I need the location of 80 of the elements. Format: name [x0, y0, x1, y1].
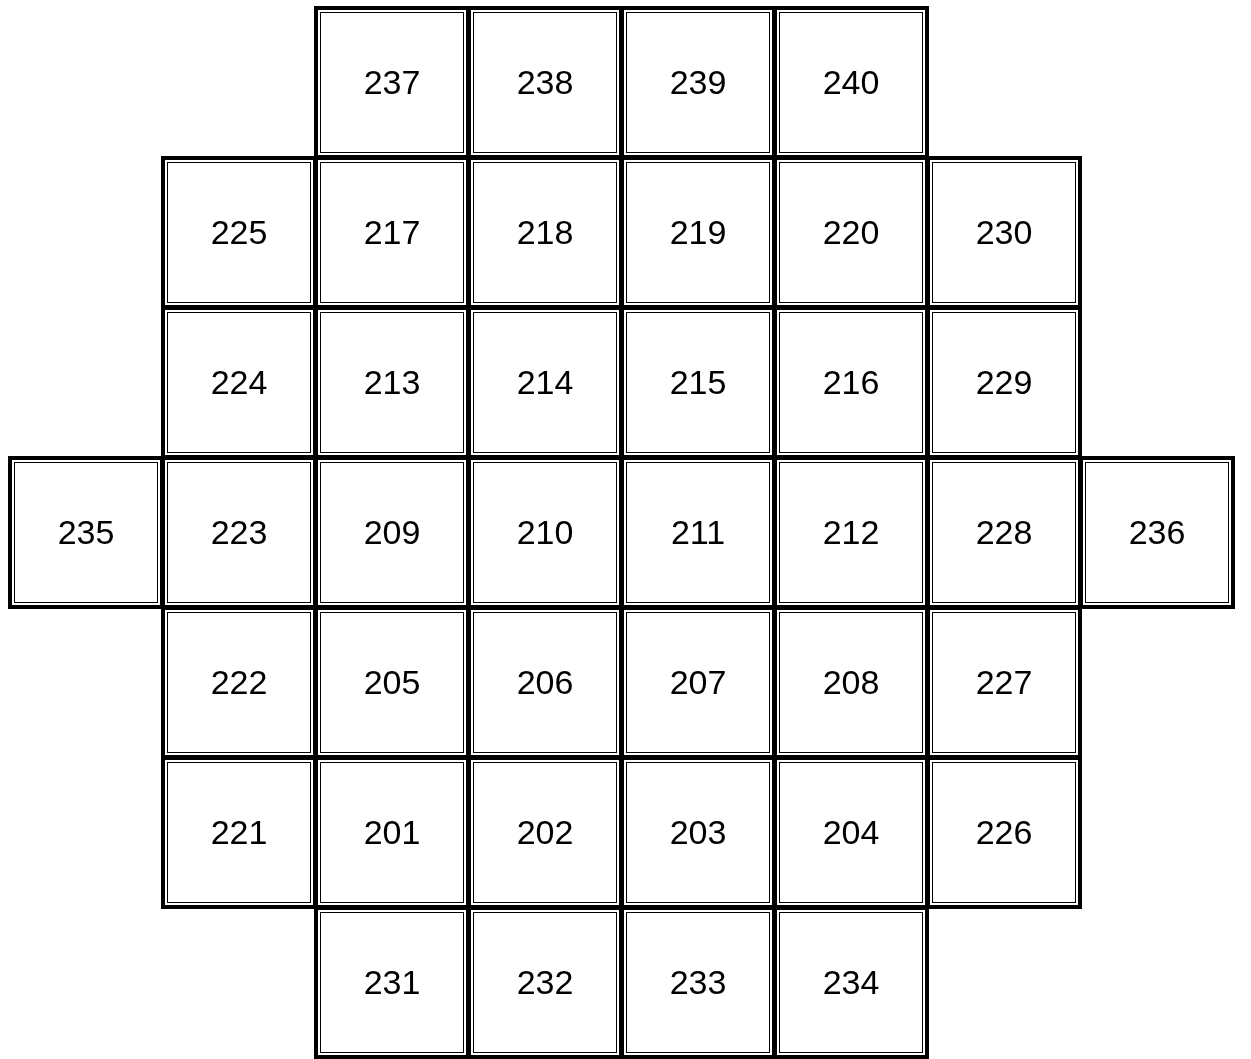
room-number: 237 [363, 62, 421, 103]
room-number: 216 [822, 362, 880, 403]
room-number: 205 [363, 662, 421, 703]
room-cell [314, 456, 470, 609]
room-number: 212 [822, 512, 880, 553]
room-number: 214 [516, 362, 574, 403]
room-cell [773, 606, 929, 759]
room-cell [926, 156, 1082, 309]
room-number: 218 [516, 212, 574, 253]
room-number: 230 [975, 212, 1033, 253]
room-cell [161, 306, 317, 459]
room-cell [620, 156, 776, 309]
room-number: 220 [822, 212, 880, 253]
room-number: 228 [975, 512, 1033, 553]
room-cell [467, 606, 623, 759]
room-number: 231 [363, 962, 421, 1003]
room-number: 239 [669, 62, 727, 103]
room-cell [773, 756, 929, 909]
room-number: 233 [669, 962, 727, 1003]
room-number: 236 [1128, 512, 1186, 553]
room-number: 210 [516, 512, 574, 553]
room-cell [467, 156, 623, 309]
room-cell [467, 6, 623, 159]
room-cell [161, 606, 317, 759]
room-number: 208 [822, 662, 880, 703]
room-number: 217 [363, 212, 421, 253]
room-cell [926, 306, 1082, 459]
room-cell [161, 156, 317, 309]
room-cell [161, 456, 317, 609]
room-cell [314, 6, 470, 159]
room-cell [620, 606, 776, 759]
room-cell [773, 306, 929, 459]
room-cell [467, 306, 623, 459]
room-number: 234 [822, 962, 880, 1003]
room-number: 207 [669, 662, 727, 703]
room-cell [314, 606, 470, 759]
room-cell [314, 156, 470, 309]
room-number: 227 [975, 662, 1033, 703]
room-cell [314, 906, 470, 1059]
room-number: 235 [57, 512, 115, 553]
room-cell [926, 606, 1082, 759]
room-number: 223 [210, 512, 268, 553]
room-cell [773, 156, 929, 309]
room-cell [467, 756, 623, 909]
room-cell [8, 456, 164, 609]
room-number: 226 [975, 812, 1033, 853]
room-cell [314, 756, 470, 909]
room-number: 204 [822, 812, 880, 853]
room-cell [1079, 456, 1235, 609]
room-number: 219 [669, 212, 727, 253]
room-number: 209 [363, 512, 421, 553]
room-cell [926, 756, 1082, 909]
room-cell [926, 456, 1082, 609]
room-number: 240 [822, 62, 880, 103]
room-cell [620, 756, 776, 909]
room-number: 203 [669, 812, 727, 853]
room-cell [773, 456, 929, 609]
room-number: 215 [669, 362, 727, 403]
room-cell [314, 306, 470, 459]
room-cell [620, 306, 776, 459]
room-number: 232 [516, 962, 574, 1003]
room-cell [620, 6, 776, 159]
room-number: 201 [363, 812, 421, 853]
room-number: 224 [210, 362, 268, 403]
room-number: 222 [210, 662, 268, 703]
room-number: 229 [975, 362, 1033, 403]
room-number: 238 [516, 62, 574, 103]
room-cell [773, 906, 929, 1059]
room-cell [467, 456, 623, 609]
room-number: 206 [516, 662, 574, 703]
room-number: 221 [210, 812, 268, 853]
room-cell [620, 906, 776, 1059]
room-cell [161, 756, 317, 909]
room-cell [620, 456, 776, 609]
room-number: 225 [210, 212, 268, 253]
room-number: 213 [363, 362, 421, 403]
room-number: 211 [670, 512, 726, 553]
room-cell [467, 906, 623, 1059]
room-cell [773, 6, 929, 159]
room-number: 202 [516, 812, 574, 853]
